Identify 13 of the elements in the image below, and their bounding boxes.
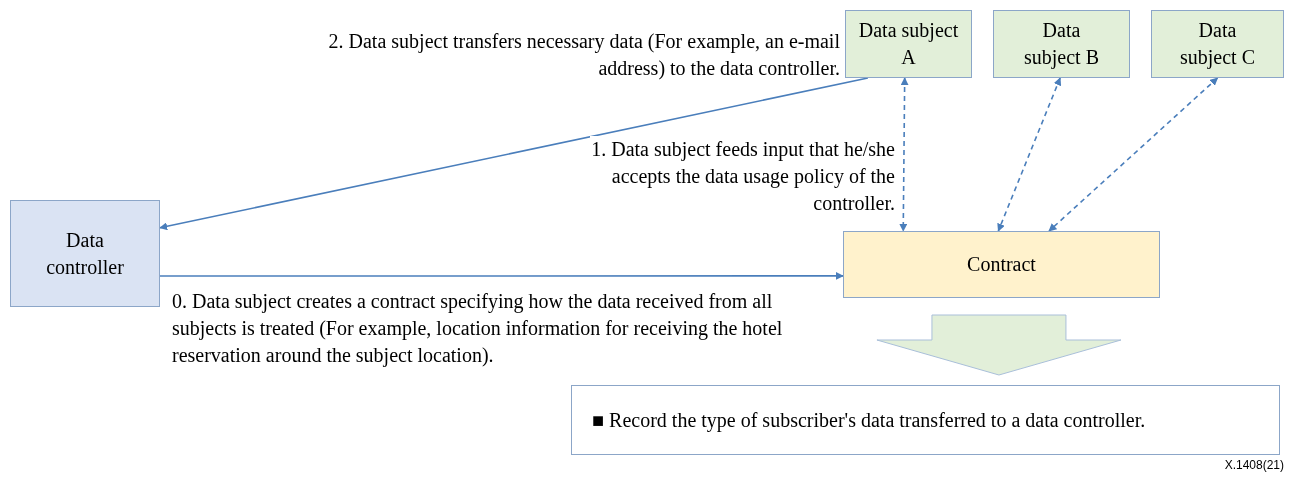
process-box: Data controller <box>10 200 160 307</box>
arrow <box>159 271 844 280</box>
process-box: Data subject B <box>993 10 1130 78</box>
process-box: Data subject C <box>1151 10 1284 78</box>
arrow <box>997 77 1062 232</box>
process-box: Data subject A <box>845 10 972 78</box>
figure-number: X.1408(21) <box>1224 457 1284 473</box>
arrow <box>1048 77 1219 232</box>
arrow <box>899 77 909 232</box>
block-arrow <box>876 314 1122 376</box>
process-box: Contract <box>843 231 1160 298</box>
arrow <box>159 77 869 231</box>
process-box: ■ Record the type of subscriber's data transferred to a data controller. <box>571 385 1280 455</box>
